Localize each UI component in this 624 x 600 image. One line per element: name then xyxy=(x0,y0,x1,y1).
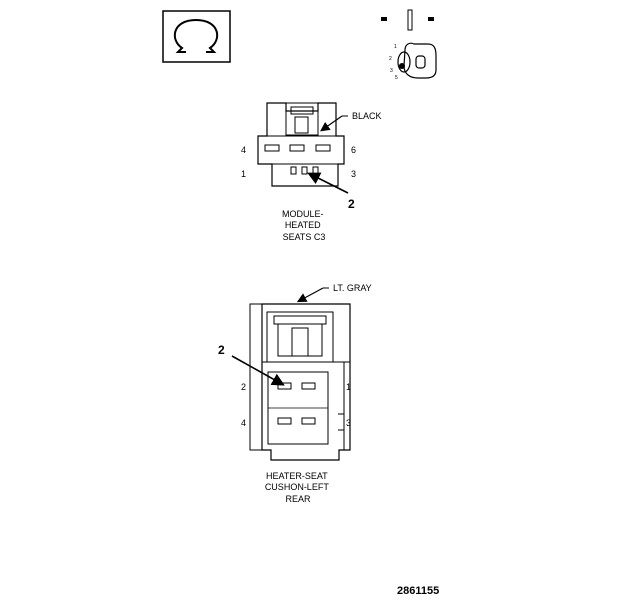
pin-number: 1 xyxy=(346,382,351,392)
pin-number: 4 xyxy=(241,418,246,428)
locator-pin-label: 2 xyxy=(389,56,392,62)
pin-number: 3 xyxy=(351,169,356,179)
connector-caption: MODULE- HEATED SEATS C3 xyxy=(282,209,326,242)
caption-line: REAR xyxy=(285,494,311,504)
caption-line: CUSHON-LEFT xyxy=(265,482,330,492)
caption-line: HEATER-SEAT xyxy=(266,471,328,481)
figure-number: 2861155 xyxy=(397,585,439,597)
pin-number: 1 xyxy=(241,169,246,179)
callout-number: 2 xyxy=(348,197,355,211)
locator-pin-label: 5 xyxy=(395,75,398,81)
locator-pin-label: 3 xyxy=(390,68,393,74)
caption-line: SEATS C3 xyxy=(283,232,326,242)
pin-number: 4 xyxy=(241,145,246,155)
caption-line: MODULE- xyxy=(282,209,324,219)
connector-color-label: BLACK xyxy=(352,111,382,121)
callout-number: 2 xyxy=(218,343,225,357)
heater-seat-cushion-connector: LT. GRAY 2 2 1 4 3 HEATER-SEAT CUSHON-LE… xyxy=(218,283,372,504)
pin-number: 2 xyxy=(241,382,246,392)
module-heated-seats-connector: BLACK 2 4 6 1 3 MODULE- HEATED SEATS C3 xyxy=(241,102,382,242)
ohm-symbol-icon xyxy=(162,10,231,63)
connector-lock-icon: 1 2 3 5 xyxy=(381,9,437,81)
connector-caption: HEATER-SEAT CUSHON-LEFT REAR xyxy=(265,471,331,504)
connector-color-label: LT. GRAY xyxy=(333,283,372,293)
caption-line: HEATED xyxy=(285,220,321,230)
pin-number: 3 xyxy=(346,418,351,428)
locator-pin-label: 1 xyxy=(394,44,397,50)
pin-number: 6 xyxy=(351,145,356,155)
